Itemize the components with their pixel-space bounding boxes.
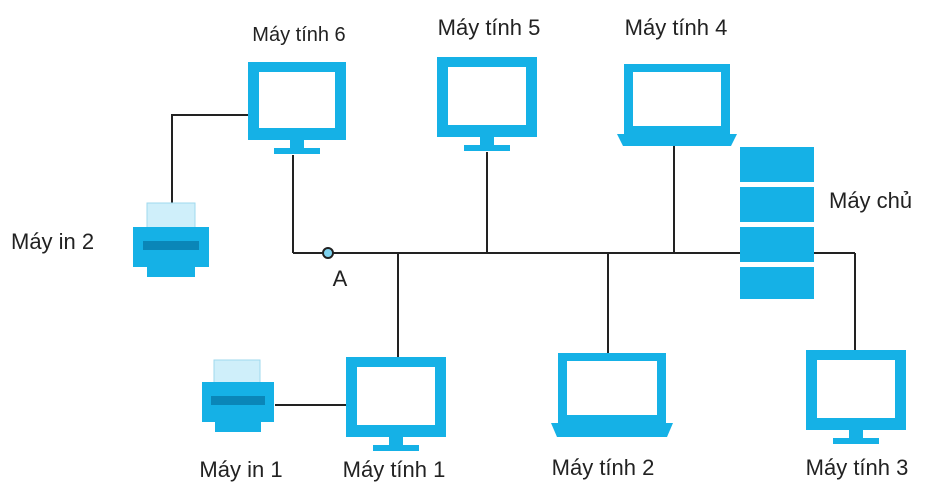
label-may-tinh-3: Máy tính 3 — [806, 455, 909, 480]
label-may-in-1: Máy in 1 — [199, 457, 282, 482]
label-point-a: A — [333, 266, 348, 291]
point-a-marker — [322, 247, 334, 259]
label-may-tinh-2: Máy tính 2 — [552, 455, 655, 480]
may-tinh-5-monitor-icon[interactable] — [437, 57, 537, 151]
may-tinh-1-monitor-icon[interactable] — [346, 357, 446, 451]
may-in-1-printer-icon[interactable] — [202, 359, 274, 432]
label-may-chu: Máy chủ — [829, 188, 912, 213]
label-may-in-2: Máy in 2 — [11, 229, 94, 254]
may-in-2-printer-icon[interactable] — [133, 202, 209, 277]
wire-may-in-2 — [171, 114, 248, 205]
label-may-tinh-1: Máy tính 1 — [343, 457, 446, 482]
label-may-tinh-6: Máy tính 6 — [252, 24, 345, 46]
may-tinh-4-laptop-icon[interactable] — [617, 64, 737, 146]
label-may-tinh-5: Máy tính 5 — [438, 15, 541, 40]
may-tinh-2-laptop-icon[interactable] — [551, 353, 673, 437]
may-tinh-3-monitor-icon[interactable] — [806, 350, 906, 444]
may-tinh-6-monitor-icon[interactable] — [248, 62, 346, 154]
may-chu-server-icon[interactable] — [740, 147, 814, 299]
label-may-tinh-4: Máy tính 4 — [625, 15, 728, 40]
